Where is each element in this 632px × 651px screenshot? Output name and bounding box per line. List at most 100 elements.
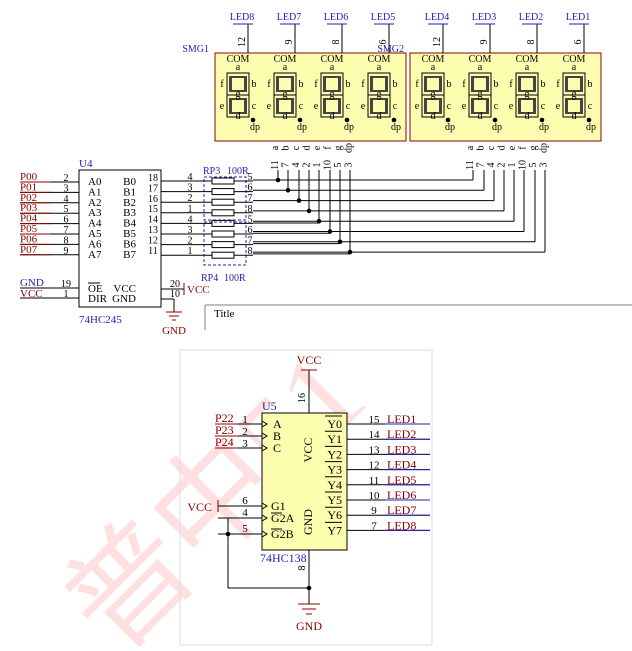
vcc-out-label: VCC bbox=[187, 284, 210, 296]
seg-letter: b bbox=[299, 79, 304, 90]
seg-letter: dp bbox=[445, 122, 455, 133]
resistor bbox=[211, 177, 235, 185]
led-net-label: LED6 bbox=[387, 488, 416, 502]
u5-input-label: B bbox=[273, 429, 281, 443]
resistor bbox=[211, 241, 235, 249]
junction-dot bbox=[327, 229, 333, 234]
u4-a-label: A0 bbox=[88, 176, 102, 188]
seg-letter: f bbox=[415, 79, 419, 90]
dp-dot bbox=[344, 117, 350, 123]
u4-pin-number: 16 bbox=[148, 194, 158, 205]
port-label: P04 bbox=[20, 213, 38, 225]
vcc-net-label: VCC bbox=[20, 288, 43, 300]
u4-a-label: A3 bbox=[88, 207, 102, 219]
seg-pin-letter: b bbox=[476, 146, 487, 151]
seg-letter: c bbox=[447, 101, 452, 112]
led-net-label: LED2 bbox=[519, 12, 543, 23]
smg-label: SMG1 bbox=[182, 44, 209, 55]
rp-pin-right: 8 bbox=[248, 204, 253, 215]
resistor-network-rp4 bbox=[203, 221, 247, 266]
led-net-label: LED8 bbox=[387, 518, 416, 532]
u5-output-label: Y3 bbox=[327, 463, 342, 477]
rp-pin-right: 7 bbox=[248, 236, 253, 247]
u4-pin-number: 13 bbox=[148, 225, 158, 236]
port-label: P00 bbox=[20, 171, 38, 183]
u4-b-label: B0 bbox=[123, 176, 136, 188]
seg-letter: e bbox=[267, 101, 272, 112]
digit-segment bbox=[427, 100, 439, 112]
seg-letter: a bbox=[525, 62, 530, 73]
digit-outline bbox=[515, 94, 539, 118]
rp-pin-right: 5 bbox=[248, 172, 253, 183]
gnd-net-label: GND bbox=[20, 277, 44, 289]
u4-pin-number: 19 bbox=[61, 279, 71, 290]
junction-dot bbox=[316, 218, 322, 224]
digit-segment bbox=[279, 78, 291, 90]
com-label: COM bbox=[422, 54, 445, 65]
u4-pin-number: 17 bbox=[148, 183, 158, 194]
digit-segment bbox=[521, 100, 533, 112]
rp4-value: 100R bbox=[224, 273, 246, 284]
u5-output-label: Y6 bbox=[327, 508, 342, 522]
port-label: P23 bbox=[215, 423, 234, 437]
seg-letter: e bbox=[314, 101, 319, 112]
u4-vcc-label: VCC bbox=[113, 283, 136, 295]
gnd-bottom-label: GND bbox=[296, 619, 322, 633]
seg-pin-number: 7 bbox=[281, 163, 292, 168]
u5-input-label: A bbox=[273, 417, 282, 431]
seg-pin-letter: a bbox=[465, 145, 476, 150]
seg-letter: c bbox=[393, 101, 398, 112]
u5-g-label: G1 bbox=[271, 499, 286, 513]
junction-dot bbox=[275, 177, 281, 183]
pin-number: 9 bbox=[284, 40, 295, 45]
digit-segment bbox=[326, 78, 338, 90]
u4-a-label: A7 bbox=[88, 249, 102, 261]
seg-letter: dp bbox=[250, 122, 260, 133]
resistor bbox=[211, 209, 235, 217]
led-net-label: LED2 bbox=[387, 427, 416, 441]
u4-gnd-label: GND bbox=[112, 293, 136, 305]
led-net-label: LED4 bbox=[387, 458, 416, 472]
led-net-label: LED1 bbox=[387, 412, 416, 426]
pin-number: 6 bbox=[378, 40, 389, 45]
seg-letter: g bbox=[431, 89, 436, 100]
seg-pin-number: 3 bbox=[344, 163, 355, 168]
seg-pin-letter: d bbox=[497, 146, 508, 151]
seg-pin-letter: d bbox=[302, 146, 313, 151]
seg-letter: dp bbox=[344, 122, 354, 133]
seg-pin-number: 1 bbox=[312, 163, 323, 168]
rp-pin-right: 8 bbox=[248, 246, 253, 257]
digit-segment bbox=[373, 78, 385, 90]
seg-letter: f bbox=[361, 79, 365, 90]
com-label: COM bbox=[274, 54, 297, 65]
rp-pin-left: 2 bbox=[188, 193, 193, 204]
seg-pin-letter: g bbox=[333, 146, 344, 151]
digit-outline bbox=[320, 94, 344, 118]
u4-part: 74HC245 bbox=[79, 314, 122, 326]
seg-letter: a bbox=[377, 62, 382, 73]
input-arrow bbox=[261, 432, 268, 440]
pin-number: 8 bbox=[297, 566, 308, 571]
seg-letter: b bbox=[494, 79, 499, 90]
pin-number: 12 bbox=[369, 460, 380, 472]
pin-number: 12 bbox=[432, 37, 443, 47]
input-arrow bbox=[261, 514, 268, 522]
u4-a-label: A6 bbox=[88, 238, 102, 250]
seg-letter: g bbox=[236, 89, 241, 100]
pin-number: 4 bbox=[242, 507, 248, 519]
digit-outline bbox=[421, 94, 445, 118]
u5-part: 74HC138 bbox=[260, 551, 307, 565]
led-net-label: LED5 bbox=[371, 12, 395, 23]
com-label: COM bbox=[563, 54, 586, 65]
seg-pin-letter: e bbox=[507, 145, 518, 150]
digit-outline bbox=[273, 94, 297, 118]
digit-outline bbox=[226, 94, 250, 118]
u4-pin-number: 5 bbox=[64, 204, 69, 215]
junction-dot bbox=[337, 239, 343, 245]
digit-segment bbox=[279, 100, 291, 112]
resistor bbox=[211, 198, 235, 206]
junction-dot bbox=[306, 208, 312, 214]
led-net-label: LED3 bbox=[472, 12, 496, 23]
u4-b-label: B4 bbox=[123, 218, 136, 230]
